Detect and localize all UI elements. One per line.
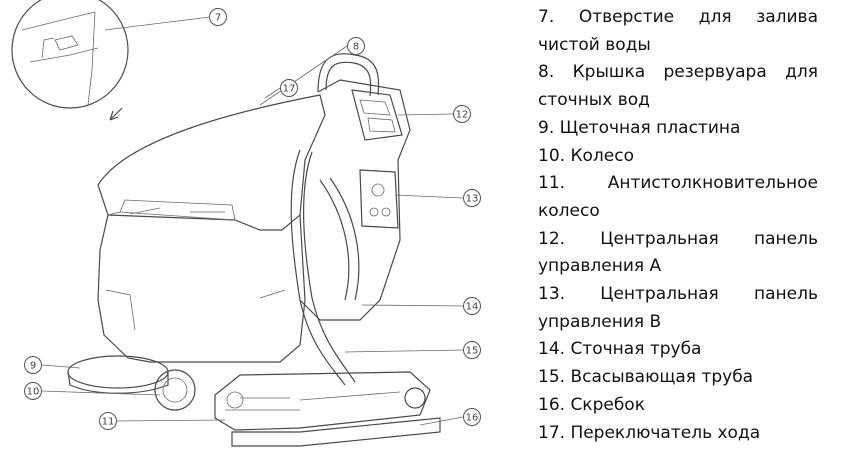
legend-line: 9. Щеточная пластина (538, 115, 818, 143)
legend-item: 17. Переключатель хода (538, 420, 818, 448)
legend-word: Антистолкновительное (607, 173, 818, 194)
legend-line: 11. Антистолкновительное (538, 170, 818, 198)
legend-word: 15. Всасывающая труба (538, 367, 754, 388)
legend-word: залива (756, 7, 818, 27)
callout-number: 12 (456, 110, 469, 121)
legend-item: 12. Центральная панель управления А (538, 226, 818, 281)
callout-number: 13 (466, 194, 479, 205)
legend-line: управления В (538, 309, 818, 337)
legend-word: чистой воды (538, 34, 651, 55)
base-assembly (67, 355, 441, 447)
legend-word: управления В (538, 311, 662, 332)
callout-circle (209, 8, 227, 26)
legend-item: 9. Щеточная пластина (538, 115, 818, 143)
legend-word: 10. Колесо (538, 145, 634, 166)
callout-number: 9 (30, 361, 36, 372)
legend-line: чистой воды (538, 32, 818, 60)
legend-line: колесо (538, 198, 818, 226)
legend-line: управления А (538, 253, 818, 281)
legend-word: 13. (538, 284, 566, 305)
callout-12: 12 (453, 105, 471, 123)
legend-word: колесо (538, 200, 600, 221)
legend-word: для (785, 62, 818, 83)
legend-word: Центральная (600, 228, 719, 249)
legend-word: резервуара (663, 62, 767, 83)
callout-circle (453, 105, 471, 123)
legend-item: 10. Колесо (538, 143, 818, 171)
legend-line: 7. Отверстие для залива (538, 4, 818, 32)
callout-number: 8 (353, 42, 359, 53)
callout-11: 11 (99, 412, 117, 430)
callout-circle (463, 408, 481, 426)
callout-circle (24, 382, 42, 400)
legend-word: 11. (538, 173, 566, 194)
legend-word: 12. (538, 228, 566, 249)
callout-16: 16 (463, 408, 481, 426)
callout-8: 8 (347, 37, 365, 55)
callout-number: 14 (466, 302, 479, 313)
callout-markers: 7 8 17 12 13 14 15 9 10 11 16 (24, 8, 481, 430)
callout-number: 15 (466, 346, 479, 357)
legend-word: 7. (538, 7, 555, 27)
legend-line: сточных вод (538, 87, 818, 115)
legend-item: 11. Антистолкновительное колесо (538, 170, 818, 225)
floor-scrubber-diagram: 7 8 17 12 13 14 15 9 10 11 16 (11, 0, 481, 447)
legend-word: Отверстие (578, 7, 675, 27)
callout-circle (347, 37, 365, 55)
callout-number: 7 (215, 13, 221, 24)
legend-line: 12. Центральная панель (538, 226, 818, 254)
callout-circle (24, 356, 42, 374)
machine-body (97, 53, 411, 386)
legend-item: 8. Крышка резервуара для сточных вод (538, 59, 818, 114)
callout-number: 16 (466, 413, 479, 424)
legend-item: 13. Центральная панель управления В (538, 281, 818, 336)
callout-15: 15 (463, 341, 481, 359)
legend-word: для (698, 7, 732, 27)
legend-line: 15. Всасывающая труба (538, 364, 818, 392)
callout-10: 10 (24, 382, 42, 400)
legend-line: 10. Колесо (538, 143, 818, 171)
callout-9: 9 (24, 356, 42, 374)
legend-line: 13. Центральная панель (538, 281, 818, 309)
legend-word: 17. Переключатель хода (538, 422, 761, 443)
callout-circle (463, 341, 481, 359)
callout-17: 17 (280, 79, 298, 97)
legend-word: панель (753, 228, 818, 249)
legend-item: 14. Сточная труба (538, 336, 818, 364)
callout-circle (463, 189, 481, 207)
callout-number: 11 (102, 417, 115, 428)
callout-number: 10 (27, 387, 40, 398)
legend-line: 17. Переключатель хода (538, 420, 818, 448)
callout-13: 13 (463, 189, 481, 207)
legend-word: панель (753, 284, 818, 305)
legend-word: Центральная (600, 284, 719, 305)
detail-arrow (109, 107, 123, 121)
legend-item: 16. Скребок (538, 392, 818, 420)
legend-word: 8. (538, 62, 555, 83)
legend-item: 7. Отверстие для залива чистой воды (538, 4, 818, 59)
legend-item: 15. Всасывающая труба (538, 364, 818, 392)
legend-line: 14. Сточная труба (538, 336, 818, 364)
legend-word: Крышка (572, 62, 646, 83)
callout-circle (463, 297, 481, 315)
callout-14: 14 (463, 297, 481, 315)
legend-word: сточных вод (538, 90, 650, 111)
callout-7: 7 (209, 8, 227, 26)
legend-line: 16. Скребок (538, 392, 818, 420)
legend-word: 14. Сточная труба (538, 339, 702, 360)
leader-lines (41, 16, 464, 426)
legend-word: 16. Скребок (538, 394, 645, 415)
callout-number: 17 (283, 84, 296, 95)
callout-circle (99, 412, 117, 430)
legend-line: 8. Крышка резервуара для (538, 59, 818, 87)
legend-word: 9. Щеточная пластина (538, 117, 741, 138)
callout-circle (280, 79, 298, 97)
fill-port-detail-view (11, 0, 129, 109)
legend-word: управления А (538, 256, 662, 277)
